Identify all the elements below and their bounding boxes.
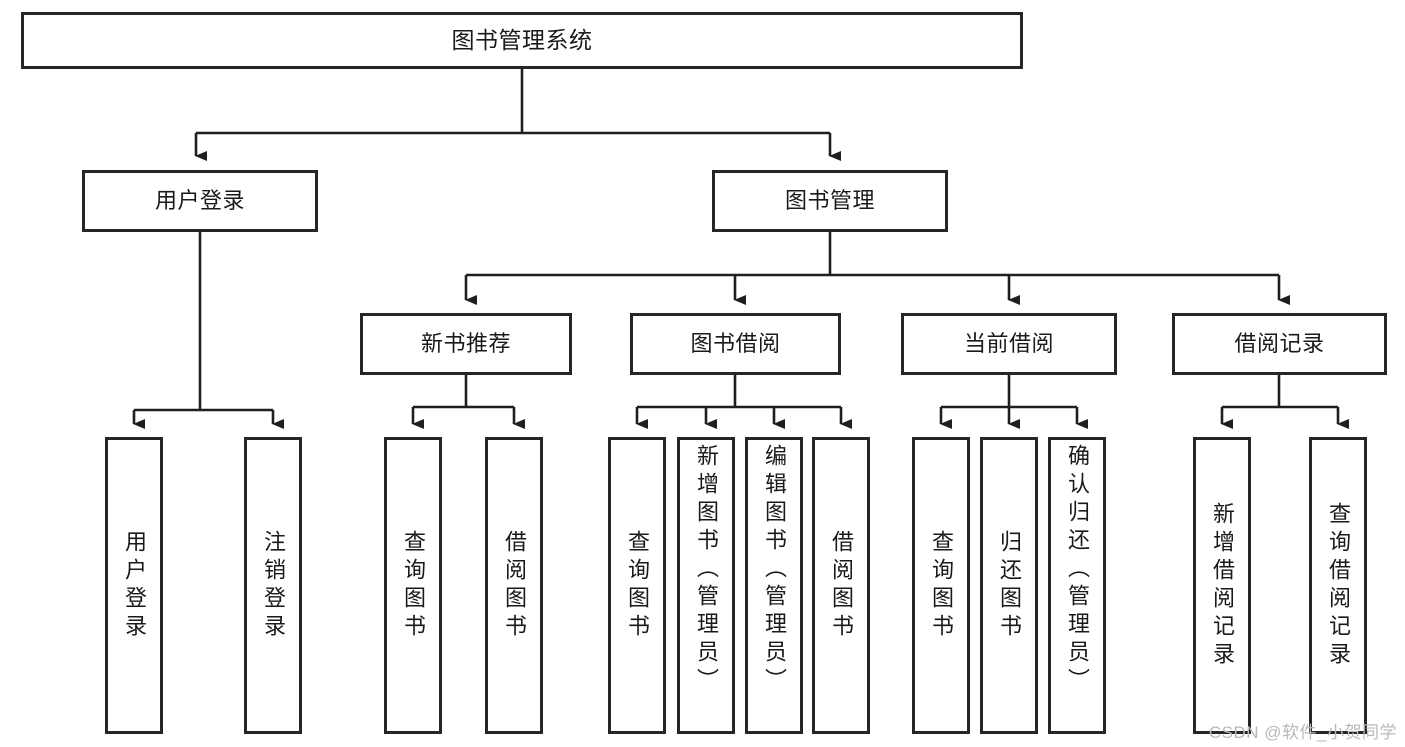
node-label: 借阅图书 [829, 529, 854, 642]
node-label: 查询图书 [401, 529, 426, 642]
node-label: 借阅记录 [1234, 330, 1325, 356]
node-label: 图书管理 [784, 187, 875, 213]
node-label: 当前借阅 [963, 330, 1054, 356]
node-book-borrowing[interactable]: 图书借阅 [630, 313, 841, 375]
node-label: 用户登录 [154, 187, 245, 213]
node-label: 注销登录 [261, 529, 286, 642]
node-label: 查询图书 [929, 529, 954, 642]
node-current-borrowing[interactable]: 当前借阅 [901, 313, 1117, 375]
node-label: 编辑图书（管理员） [762, 444, 787, 696]
leaf-query-books-current[interactable]: 查询图书 [912, 437, 970, 734]
leaf-add-book-admin[interactable]: 新增图书（管理员） [677, 437, 735, 734]
leaf-confirm-return-admin[interactable]: 确认归还（管理员） [1048, 437, 1106, 734]
node-label: 借阅图书 [502, 529, 527, 642]
leaf-logout[interactable]: 注销登录 [244, 437, 302, 734]
node-root-book-management-system[interactable]: 图书管理系统 [21, 12, 1023, 69]
leaf-return-books[interactable]: 归还图书 [980, 437, 1038, 734]
node-borrowing-records[interactable]: 借阅记录 [1172, 313, 1387, 375]
node-label: 图书借阅 [690, 330, 781, 356]
node-label: 新增图书（管理员） [694, 444, 719, 696]
node-label: 新增借阅记录 [1210, 501, 1235, 670]
node-label: 图书管理系统 [451, 26, 593, 53]
watermark: CSDN @软件_小贺同学 [1208, 723, 1397, 742]
node-new-book-recommendation[interactable]: 新书推荐 [360, 313, 572, 375]
node-book-management[interactable]: 图书管理 [712, 170, 948, 232]
leaf-query-borrow-record[interactable]: 查询借阅记录 [1309, 437, 1367, 734]
node-label: 用户登录 [122, 529, 147, 642]
node-label: 查询借阅记录 [1326, 501, 1351, 670]
node-label: 归还图书 [997, 529, 1022, 642]
leaf-add-borrow-record[interactable]: 新增借阅记录 [1193, 437, 1251, 734]
leaf-borrow-books-borrowing[interactable]: 借阅图书 [812, 437, 870, 734]
leaf-query-books-borrowing[interactable]: 查询图书 [608, 437, 666, 734]
node-user-login[interactable]: 用户登录 [82, 170, 318, 232]
node-label: 新书推荐 [420, 330, 511, 356]
leaf-user-login[interactable]: 用户登录 [105, 437, 163, 734]
node-label: 查询图书 [625, 529, 650, 642]
leaf-query-books-recommendation[interactable]: 查询图书 [384, 437, 442, 734]
node-label: 确认归还（管理员） [1065, 444, 1090, 696]
leaf-borrow-books-recommendation[interactable]: 借阅图书 [485, 437, 543, 734]
leaf-edit-book-admin[interactable]: 编辑图书（管理员） [745, 437, 803, 734]
